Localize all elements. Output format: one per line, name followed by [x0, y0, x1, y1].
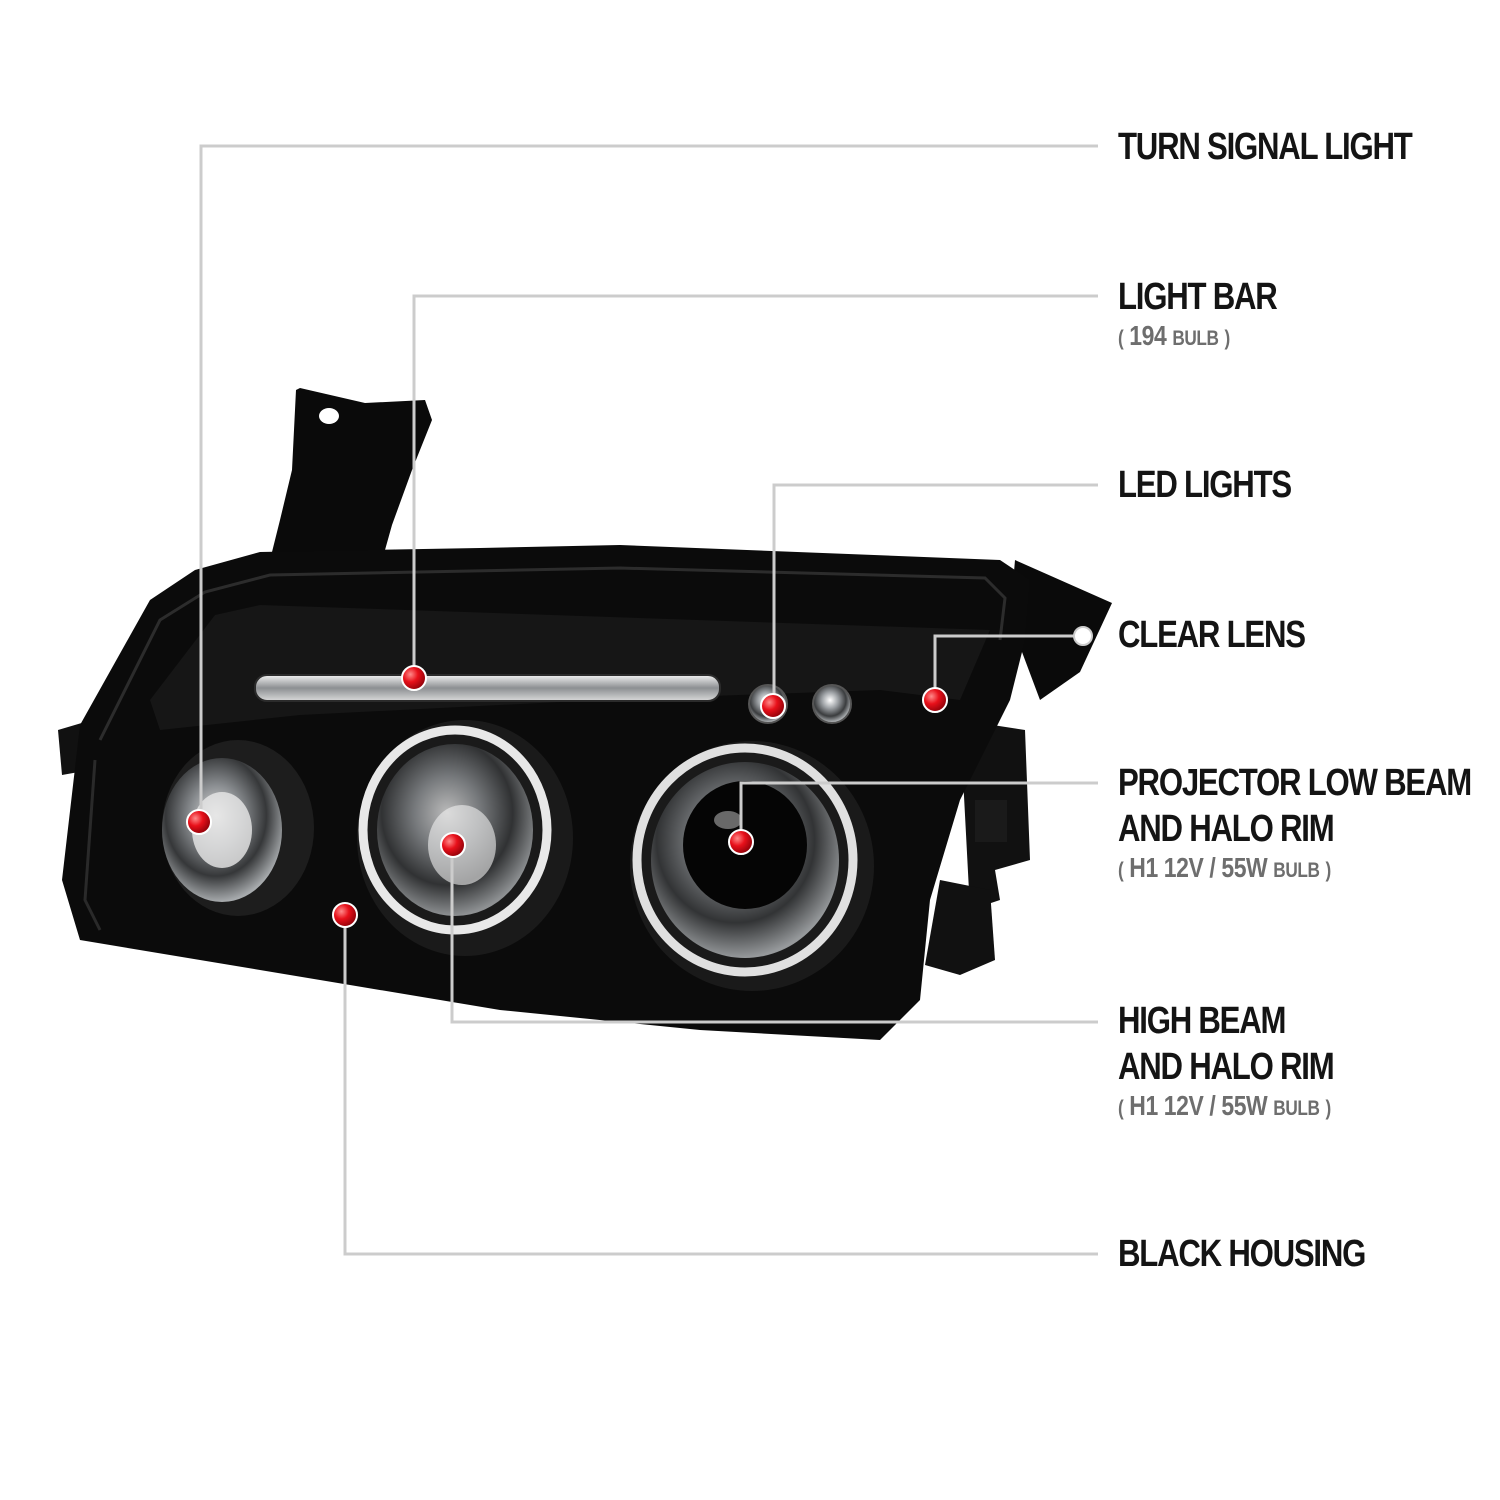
- leader-line-turn-signal: [199, 144, 1098, 822]
- callout-turn-signal-light: TURN SIGNAL LIGHT: [1118, 124, 1413, 170]
- leader-line-black-housing: [343, 915, 1098, 1256]
- light-bar-strip: [254, 674, 721, 702]
- leader-line-clear-lens: [933, 634, 1082, 700]
- callout-title: LIGHT BAR: [1118, 276, 1278, 318]
- marker-clear-lens: [922, 687, 948, 713]
- callout-title-line2: AND HALO RIM: [1118, 808, 1335, 850]
- marker-projector: [728, 829, 754, 855]
- callout-title: CLEAR LENS: [1118, 614, 1306, 656]
- leader-line-led-lights: [772, 483, 1098, 706]
- callout-led-lights: LED LIGHTS: [1118, 462, 1292, 508]
- marker-turn-signal: [186, 809, 212, 835]
- callout-title: HIGH BEAM: [1118, 1000, 1286, 1042]
- callout-markers: [186, 665, 948, 928]
- leader-line-light-bar: [412, 294, 1098, 680]
- leader-lines: [199, 144, 1098, 1256]
- callout-clear-lens: CLEAR LENS: [1118, 612, 1306, 658]
- marker-light-bar: [401, 665, 427, 691]
- callout-black-housing: BLACK HOUSING: [1118, 1231, 1366, 1277]
- marker-black-housing: [332, 902, 358, 928]
- marker-led-lights: [760, 693, 786, 719]
- callout-title: TURN SIGNAL LIGHT: [1118, 126, 1413, 168]
- high-beam-halo-ring: [358, 725, 552, 935]
- callout-title: PROJECTOR LOW BEAM: [1118, 762, 1472, 804]
- bulb-spec: ( 194 BULB ): [1118, 320, 1230, 351]
- side-tab: [1010, 560, 1112, 700]
- leader-line-projector: [739, 781, 1098, 840]
- callout-high-beam: HIGH BEAM AND HALO RIM ( H1 12V / 55W BU…: [1118, 998, 1335, 1125]
- projector-halo-ring: [632, 743, 858, 977]
- callout-projector-low-beam: PROJECTOR LOW BEAM AND HALO RIM ( H1 12V…: [1118, 760, 1472, 887]
- callout-title: LED LIGHTS: [1118, 464, 1292, 506]
- mounting-bracket: [270, 388, 432, 560]
- leader-line-high-beam: [450, 845, 1098, 1024]
- marker-high-beam: [440, 832, 466, 858]
- callout-light-bar: LIGHT BAR ( 194 BULB ): [1118, 274, 1278, 355]
- bulb-spec: ( H1 12V / 55W BULB ): [1118, 852, 1331, 883]
- bulb-spec: ( H1 12V / 55W BULB ): [1118, 1090, 1331, 1121]
- led-light-2: [812, 684, 852, 724]
- callout-title: BLACK HOUSING: [1118, 1233, 1366, 1275]
- callout-title-line2: AND HALO RIM: [1118, 1046, 1335, 1088]
